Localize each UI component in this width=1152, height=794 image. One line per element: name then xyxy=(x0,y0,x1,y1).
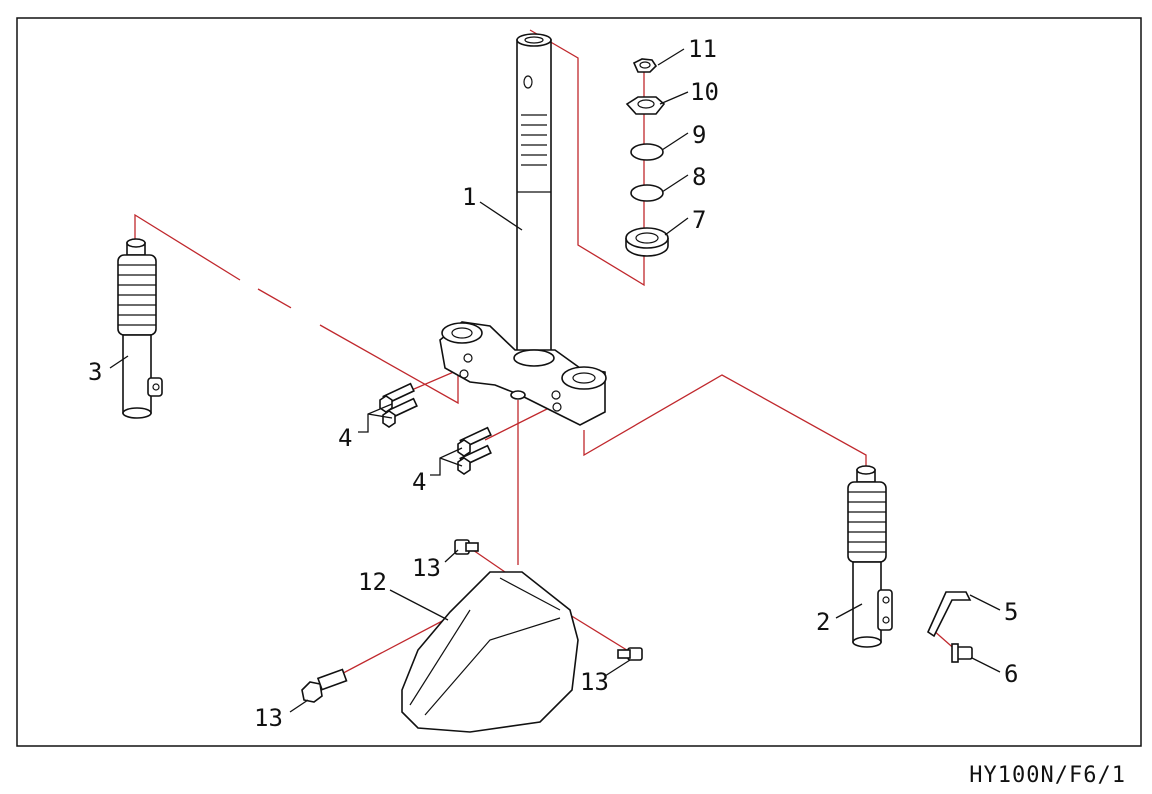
callout-13b: 13 xyxy=(580,668,609,696)
drawing-code: HY100N/F6/1 xyxy=(969,763,1126,788)
callout-13c: 13 xyxy=(254,704,283,732)
fender-bolts xyxy=(301,539,643,703)
drawing-frame xyxy=(16,17,1142,747)
callout-4a: 4 xyxy=(338,424,352,452)
leader-lines xyxy=(109,48,1001,713)
callout-1: 1 xyxy=(462,183,476,211)
callout-6: 6 xyxy=(1004,660,1018,688)
bearing-stack xyxy=(625,58,669,257)
clamp-bolts xyxy=(379,382,492,475)
callout-8: 8 xyxy=(692,163,706,191)
callout-7: 7 xyxy=(692,206,706,234)
callout-13a: 13 xyxy=(412,554,441,582)
callout-2: 2 xyxy=(816,608,830,636)
assembly-lines xyxy=(134,29,959,681)
steering-stem xyxy=(439,33,607,426)
callout-5: 5 xyxy=(1004,598,1018,626)
callout-10: 10 xyxy=(690,78,719,106)
speedo-bracket xyxy=(926,591,972,638)
callout-9: 9 xyxy=(692,121,706,149)
bracket-bolt xyxy=(951,643,973,663)
callout-12: 12 xyxy=(358,568,387,596)
callout-labels: 1 2 3 4 4 5 6 7 8 9 10 11 12 13 13 13 xyxy=(88,35,1018,732)
callout-4b: 4 xyxy=(412,468,426,496)
left-fork-leg xyxy=(117,238,163,419)
callout-3: 3 xyxy=(88,358,102,386)
callout-11: 11 xyxy=(688,35,717,63)
right-fork-leg xyxy=(847,465,893,648)
front-fender xyxy=(401,571,579,733)
